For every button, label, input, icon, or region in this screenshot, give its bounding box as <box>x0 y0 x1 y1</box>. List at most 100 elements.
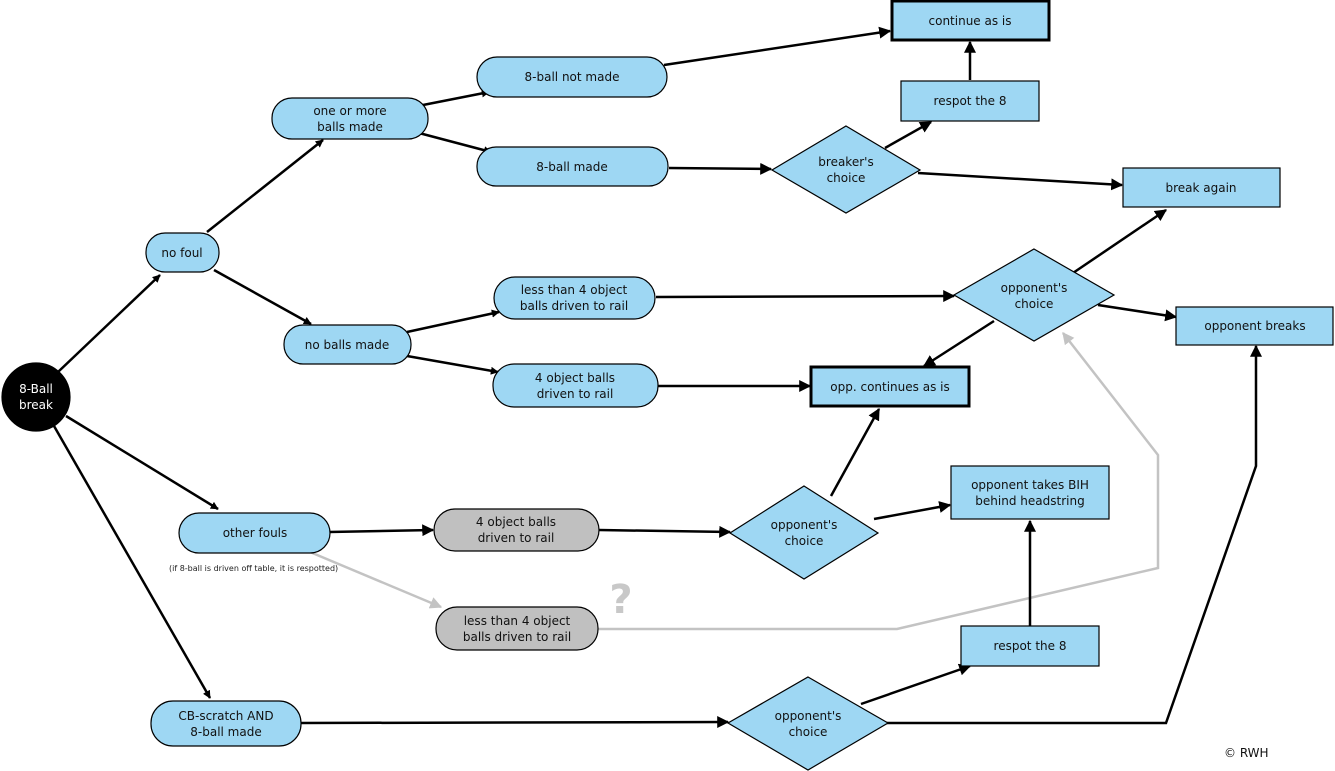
node-label: no balls made <box>305 338 390 352</box>
edges <box>52 26 1262 729</box>
node-8-ball-not-made: 8-ball not made <box>476 56 668 98</box>
node-label: 4 object balls <box>535 371 615 385</box>
node-one-or-more-balls-made: one or more balls made <box>271 97 429 140</box>
svg-text:8-ball not made: 8-ball not made <box>525 70 620 84</box>
node-label: one or more <box>313 104 386 118</box>
node-label: opponent takes BIH <box>971 478 1089 492</box>
edge-opp-choice-bottom-to-opp-breaks <box>886 344 1262 725</box>
edge-8-made-to-breakers-choice <box>668 162 773 175</box>
edge-balls-made-to-8-not-made <box>422 89 490 107</box>
node-label: less than 4 object <box>464 614 571 628</box>
node-label: break <box>19 398 53 412</box>
node-label: 8-ball made <box>536 160 607 174</box>
node-4-object-balls: 4 object balls driven to rail <box>492 363 659 408</box>
edge-opp-choice-bottom-to-respot <box>860 663 972 706</box>
edge-breakers-choice-to-respot <box>884 120 933 150</box>
gray-edges <box>309 332 1160 631</box>
edge-no-foul-to-no-balls-made <box>213 268 312 326</box>
node-label: respot the 8 <box>994 639 1067 653</box>
edge-start-to-no-foul <box>57 274 161 373</box>
edge-other-fouls-to-less4-gray <box>309 550 443 609</box>
node-opp-continues-as-is: opp. continues as is <box>809 365 971 408</box>
node-opponents-choice-bottom: opponent's choice <box>726 676 890 771</box>
node-opponent-breaks: opponent breaks <box>1175 306 1334 346</box>
svg-text:continue as is: continue as is <box>929 14 1012 28</box>
node-respot-the-8-top: respot the 8 <box>900 80 1040 122</box>
edge-no-balls-to-four <box>406 354 499 375</box>
node-less-than-4-object-balls-gray: less than 4 object balls driven to rail <box>435 606 599 651</box>
node-other-fouls: other fouls <box>178 512 331 554</box>
edge-no-foul-to-balls-made <box>206 139 324 233</box>
node-label: opp. continues as is <box>830 380 949 394</box>
svg-text:other fouls: other fouls <box>223 526 288 540</box>
node-label: choice <box>827 171 866 185</box>
edge-start-to-cb-scratch <box>52 425 212 699</box>
node-label: 8-ball made <box>190 725 261 739</box>
node-8-ball-break: 8-Ball break <box>1 362 71 432</box>
edge-breakers-choice-to-break-again <box>917 171 1124 191</box>
node-label: no foul <box>161 246 202 260</box>
edge-less4-to-opp-choice-top <box>655 290 956 303</box>
edge-no-balls-to-less4 <box>406 309 500 334</box>
node-label: opponent breaks <box>1204 319 1305 333</box>
node-label: less than 4 object <box>521 283 628 297</box>
node-label: continue as is <box>929 14 1012 28</box>
respot-note: (if 8-ball is driven off table, it is re… <box>169 564 338 573</box>
node-label: driven to rail <box>478 531 555 545</box>
edge-other-fouls-to-four-gray <box>328 524 435 537</box>
svg-text:opp. continues as is: opp. continues as is <box>830 380 949 394</box>
node-label: balls driven to rail <box>463 630 571 644</box>
node-less-than-4-object-balls: less than 4 object balls driven to rail <box>493 276 656 320</box>
copyright-credit: © RWH <box>1224 746 1269 760</box>
node-label: respot the 8 <box>934 94 1007 108</box>
node-break-again: break again <box>1122 167 1281 208</box>
node-label: balls made <box>317 120 383 134</box>
edge-8-not-made-to-continue <box>663 26 892 67</box>
node-label: CB-scratch AND <box>178 709 273 723</box>
node-no-foul: no foul <box>145 232 220 273</box>
edge-less4-gray-to-opp-choice-top <box>598 332 1160 631</box>
node-label: balls driven to rail <box>520 299 628 313</box>
node-label: choice <box>1015 297 1054 311</box>
node-label: behind headstring <box>975 494 1084 508</box>
node-label: 8-ball not made <box>525 70 620 84</box>
node-breakers-choice: breaker's choice <box>770 125 922 214</box>
node-opponent-takes-bih: opponent takes BIH behind headstring <box>950 465 1110 520</box>
edge-opp-choice-mid-to-bih <box>873 501 952 521</box>
edge-opp-choice-mid-to-opp-continues <box>829 407 881 497</box>
edge-cb-scratch-to-opp-choice-bottom <box>300 716 730 729</box>
node-label: break again <box>1165 181 1236 195</box>
node-label: opponent's <box>771 518 838 532</box>
svg-text:respot the 8: respot the 8 <box>934 94 1007 108</box>
svg-text:8-ball made: 8-ball made <box>536 160 607 174</box>
node-label: breaker's <box>818 155 873 169</box>
node-respot-the-8-bottom: respot the 8 <box>960 625 1100 667</box>
node-label: driven to rail <box>537 387 614 401</box>
svg-text:no foul: no foul <box>161 246 202 260</box>
node-label: other fouls <box>223 526 288 540</box>
node-label: 8-Ball <box>19 382 53 396</box>
question-mark: ? <box>609 577 632 623</box>
edge-balls-made-to-8-made <box>418 131 492 155</box>
node-no-balls-made: no balls made <box>283 324 412 365</box>
node-label: choice <box>789 725 828 739</box>
edge-opp-choice-to-break-again <box>1069 208 1167 277</box>
edge-opp-choice-to-opp-breaks <box>1097 303 1178 322</box>
edge-four-gray-to-opp-choice-mid <box>598 525 732 538</box>
svg-text:respot the 8: respot the 8 <box>994 639 1067 653</box>
node-label: opponent's <box>775 709 842 723</box>
